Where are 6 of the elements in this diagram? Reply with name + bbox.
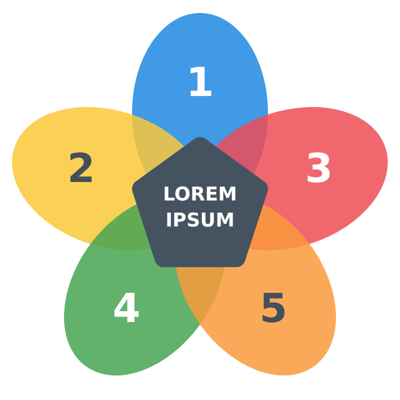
center-title: LOREM IPSUM	[162, 182, 238, 233]
petal-number: 4	[112, 289, 140, 330]
petal-number: 1	[186, 63, 214, 103]
petal-number: 5	[260, 289, 288, 330]
petal-number: 2	[67, 149, 96, 190]
petal-number: 3	[304, 149, 333, 190]
